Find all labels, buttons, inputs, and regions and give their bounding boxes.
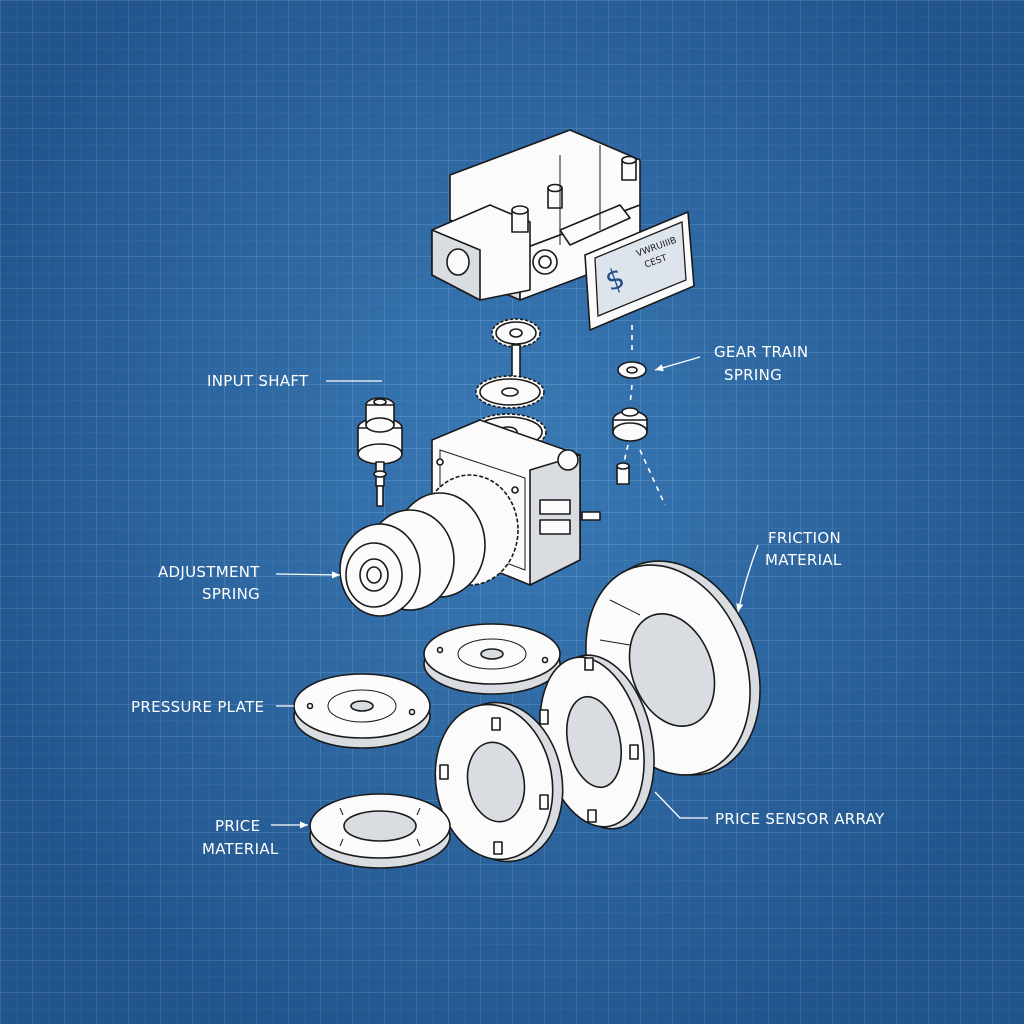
label-price-material-line-2: MATERIAL: [202, 840, 279, 858]
pressure-plate-top: [423, 623, 561, 695]
label-input-shaft: INPUT SHAFT: [207, 372, 309, 390]
input-shaft-part: [357, 397, 403, 507]
label-pressure-plate: PRESSURE PLATE: [131, 698, 264, 716]
label-gear-train-line-1: GEAR TRAIN: [714, 343, 808, 361]
callout-labels: INPUT SHAFT GEAR TRAIN SPRING ADJUSTMENT…: [131, 343, 885, 858]
projection-lines: [623, 325, 666, 506]
sensor-disc-middle: [539, 654, 655, 830]
label-price-material-line-1: PRICE: [215, 817, 260, 835]
label-adjustment-line-1: ADJUSTMENT: [158, 563, 260, 581]
clutch-drum: [339, 474, 519, 617]
actuator-housing: [431, 129, 641, 301]
price-display-screen: $ VWRUIIIB CEST: [584, 211, 695, 331]
pressure-plate: [293, 673, 431, 749]
label-adjustment-line-2: SPRING: [202, 585, 260, 603]
label-price-sensor-array: PRICE SENSOR ARRAY: [715, 810, 885, 828]
label-friction-line-2: MATERIAL: [765, 551, 842, 569]
gear-train-spring-parts: [612, 361, 648, 485]
leader-lines: [271, 356, 759, 829]
label-friction-line-1: FRICTION: [768, 529, 841, 547]
label-gear-train-line-2: SPRING: [724, 366, 782, 384]
sensor-disc-front: [434, 701, 564, 863]
price-material-ring: [309, 793, 451, 869]
